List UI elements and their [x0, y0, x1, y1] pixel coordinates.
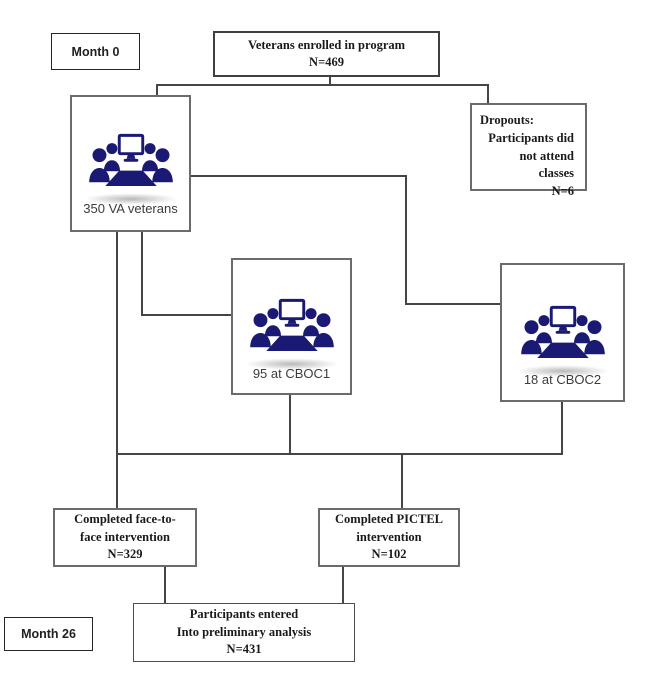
- node-va-veterans-label: 350 VA veterans: [83, 201, 178, 216]
- connector-line: [405, 175, 407, 305]
- connector-line: [116, 453, 563, 455]
- connector-line: [342, 566, 344, 604]
- connector-line: [289, 395, 291, 455]
- node-face-to-face-line1: Completed face-to-: [74, 512, 176, 527]
- node-analysis-line2: Into preliminary analysis: [176, 624, 312, 639]
- node-dropouts-line: classes: [538, 166, 574, 181]
- connector-line: [190, 175, 407, 177]
- connector-line: [164, 566, 166, 604]
- connector-line: [405, 303, 501, 305]
- node-cboc2: 18 at CBOC2: [500, 263, 625, 402]
- timeline-month26-label: Month 26: [21, 627, 76, 641]
- video-conference-group-icon: [519, 305, 607, 369]
- node-analysis: Participants entered Into preliminary an…: [133, 603, 355, 662]
- node-dropouts: Dropouts: Participants did not attend cl…: [470, 103, 587, 198]
- connector-line: [487, 84, 489, 104]
- connector-line: [156, 84, 489, 86]
- node-dropouts-count: N=6: [551, 184, 574, 198]
- node-enrolled-count: N=469: [309, 55, 344, 69]
- node-dropouts-line: not attend: [519, 148, 574, 163]
- video-conference-group-icon: [87, 133, 175, 197]
- timeline-month0-box: Month 0: [51, 33, 140, 70]
- node-pictel: Completed PICTEL intervention N=102: [318, 508, 460, 567]
- timeline-month26-box: Month 26: [4, 617, 93, 651]
- node-analysis-line1: Participants entered: [189, 607, 299, 622]
- node-cboc1-label: 95 at CBOC1: [252, 366, 331, 381]
- node-cboc1: 95 at CBOC1: [231, 258, 352, 395]
- node-enrolled-line1: Veterans enrolled in program: [247, 37, 406, 52]
- node-face-to-face: Completed face-to- face intervention N=3…: [53, 508, 197, 567]
- video-conference-group-icon: [248, 298, 336, 362]
- node-pictel-count: N=102: [371, 547, 407, 562]
- node-face-to-face-count: N=329: [107, 547, 143, 562]
- connector-line: [329, 77, 331, 85]
- node-pictel-line2: intervention: [356, 529, 422, 544]
- icon-shadow: [514, 365, 611, 377]
- icon-shadow: [243, 358, 340, 370]
- connector-line: [141, 314, 232, 316]
- node-analysis-count: N=431: [226, 642, 262, 657]
- node-enrolled: Veterans enrolled in program N=469: [213, 31, 440, 77]
- connector-line: [561, 401, 563, 455]
- connector-line: [401, 453, 403, 509]
- connector-line: [116, 231, 118, 509]
- node-va-veterans: 350 VA veterans: [70, 95, 191, 232]
- node-cboc2-label: 18 at CBOC2: [523, 372, 602, 387]
- node-dropouts-title: Dropouts:: [480, 113, 534, 127]
- node-face-to-face-line2: face intervention: [80, 529, 170, 544]
- connector-line: [156, 84, 158, 96]
- icon-shadow: [82, 193, 179, 205]
- node-pictel-line1: Completed PICTEL: [335, 512, 443, 527]
- connector-line: [141, 231, 143, 316]
- node-dropouts-line: Participants did: [488, 130, 574, 145]
- timeline-month0-label: Month 0: [71, 44, 120, 59]
